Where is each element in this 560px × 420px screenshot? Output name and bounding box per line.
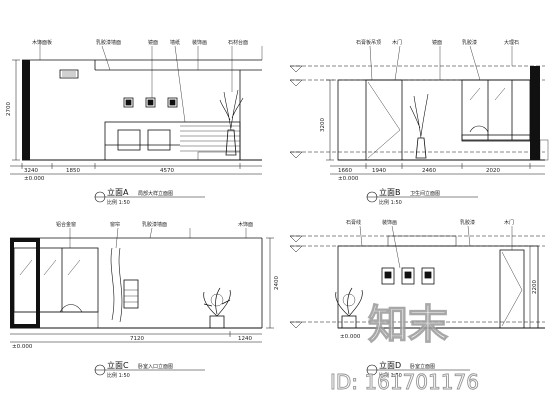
callout-a-2: 乳胶漆墙面 (96, 39, 121, 46)
level-b: ±0.000 (338, 176, 359, 182)
scale-d: 比例 1:50 (379, 372, 402, 379)
title-d: 立面D (379, 360, 401, 370)
height-a: 2700 (6, 102, 12, 116)
callout-a-6: 石材台面 (228, 39, 248, 46)
elevation-c-labels: 7120 1240 ±0.000 2400 铝合金窗 窗帘 乳胶漆墙面 木饰面 … (12, 221, 280, 379)
dim-a-2: 1850 (66, 168, 80, 174)
callout-d-4: 木门 (504, 219, 514, 226)
height-c: 2400 (274, 276, 280, 290)
subtitle-a: 局部大样立面图 (138, 190, 173, 197)
subtitle-d: 卧室立面图 (410, 363, 435, 370)
callout-d-3: 乳胶漆 (460, 219, 475, 226)
dim-c-1: 7120 (130, 336, 144, 342)
callout-c-4: 木饰面 (238, 221, 253, 228)
elevation-b-labels: 1660 1940 2460 2020 ±0.000 3200 石膏板吊顶 木门… (320, 39, 519, 206)
elevation-c (10, 227, 274, 376)
subtitle-b: 卫生间立面图 (410, 190, 440, 197)
callout-b-1: 石膏板吊顶 (356, 39, 381, 46)
callout-a-1: 木饰面板 (32, 39, 52, 46)
watermark: 知末 ID: 161701176 (330, 301, 480, 394)
callout-b-5: 大理石 (504, 39, 519, 46)
dim-b-3: 2460 (422, 168, 436, 174)
dim-b-2: 1940 (372, 168, 386, 174)
watermark-logo: 知末 (368, 302, 448, 348)
elevation-b (289, 45, 549, 203)
height-b: 3200 (320, 118, 326, 132)
callout-b-2: 木门 (392, 39, 402, 46)
callout-b-3: 镜面 (432, 39, 442, 46)
callout-d-1: 石膏线 (346, 219, 361, 226)
dim-b-1: 1660 (338, 168, 352, 174)
elevation-d-labels: ±0.000 2200 石膏线 装饰画 乳胶漆 木门 立面D 卧室立面图 比例 … (340, 219, 538, 379)
subtitle-c: 卧室入口立面图 (138, 363, 173, 370)
dim-c-2: 1240 (238, 336, 252, 342)
height-d: 2200 (532, 280, 538, 294)
level-d: ±0.000 (340, 334, 361, 340)
callout-a-5: 装饰画 (192, 39, 207, 46)
level-a: ±0.000 (24, 176, 45, 182)
callout-c-3: 乳胶漆墙面 (142, 221, 167, 228)
callout-a-4: 墙纸 (170, 39, 180, 46)
title-a: 立面A (107, 187, 129, 197)
dim-b-4: 2020 (486, 168, 500, 174)
elevation-a-labels: 3240 1850 4570 ±0.000 2700 木饰面板 乳胶漆墙面 镜面… (6, 39, 248, 206)
scale-a: 比例 1:50 (107, 199, 130, 206)
title-c: 立面C (107, 360, 129, 370)
elevation-a (10, 40, 263, 203)
title-b: 立面B (379, 187, 401, 197)
level-c: ±0.000 (12, 344, 33, 350)
scale-b: 比例 1:50 (379, 199, 402, 206)
callout-c-2: 窗帘 (110, 221, 120, 228)
callout-c-1: 铝合金窗 (56, 221, 76, 228)
scale-c: 比例 1:50 (107, 372, 130, 379)
dim-a-1: 3240 (24, 168, 38, 174)
callout-a-3: 镜面 (148, 39, 158, 46)
callout-d-2: 装饰画 (382, 219, 397, 226)
watermark-id: ID: 161701176 (330, 370, 479, 394)
elevation-d (289, 225, 545, 376)
callout-b-4: 乳胶漆 (462, 39, 477, 46)
dim-a-3: 4570 (160, 168, 174, 174)
